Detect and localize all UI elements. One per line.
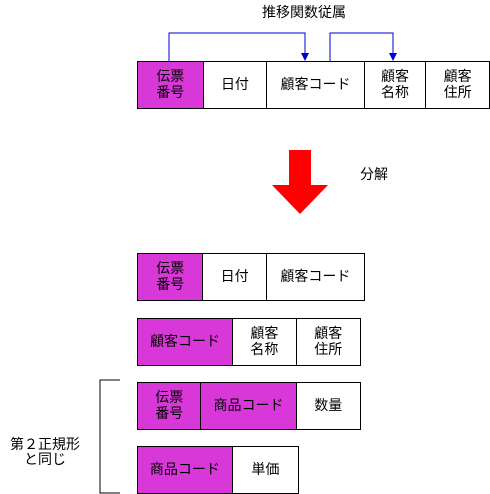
cell-customer-code: 顧客コード	[267, 62, 365, 108]
title-label: 推移関数従属	[262, 5, 346, 21]
dependency-arrowhead-1	[301, 53, 309, 61]
cell-customer-address: 顧客 住所	[314, 326, 343, 358]
decompose-arrow	[272, 150, 328, 214]
decompose-label: 分解	[360, 167, 388, 183]
cell-date: 日付	[203, 254, 267, 300]
cell-product-code: 商品コード	[138, 447, 233, 493]
cell-product-code: 商品コード	[201, 383, 297, 429]
cell-customer-name: 顧客 名称	[233, 319, 297, 365]
original-table: 伝票 番号 日付 顧客コード 顧客 名称 顧客 住所	[137, 61, 490, 109]
dependency-arrowhead-2	[389, 53, 397, 61]
table-product: 商品コード 単価	[137, 446, 299, 494]
table-slip-detail: 伝票 番号 商品コード 数量	[137, 382, 361, 430]
table-customer: 顧客コード 顧客 名称 顧客 住所	[137, 318, 361, 366]
bracket	[99, 379, 120, 494]
cell-customer-address: 顧客 住所	[443, 69, 472, 101]
cell-slip-no: 伝票 番号	[138, 383, 202, 429]
cell-customer-code: 顧客コード	[138, 319, 234, 365]
cell-slip-no: 伝票 番号	[138, 254, 204, 300]
cell-customer-name: 顧客 名称	[365, 62, 427, 108]
table-slip: 伝票 番号 日付 顧客コード	[137, 253, 365, 301]
cell-quantity: 数量	[314, 398, 343, 414]
cell-date: 日付	[204, 62, 268, 108]
side-label: 第２正規形 と同じ	[10, 437, 80, 468]
dependency-arrow-2	[329, 32, 394, 61]
cell-slip-no: 伝票 番号	[138, 62, 204, 108]
cell-customer-code: 顧客コード	[280, 269, 351, 285]
cell-unit-price: 単価	[251, 462, 280, 478]
dependency-arrow-1	[168, 32, 306, 61]
